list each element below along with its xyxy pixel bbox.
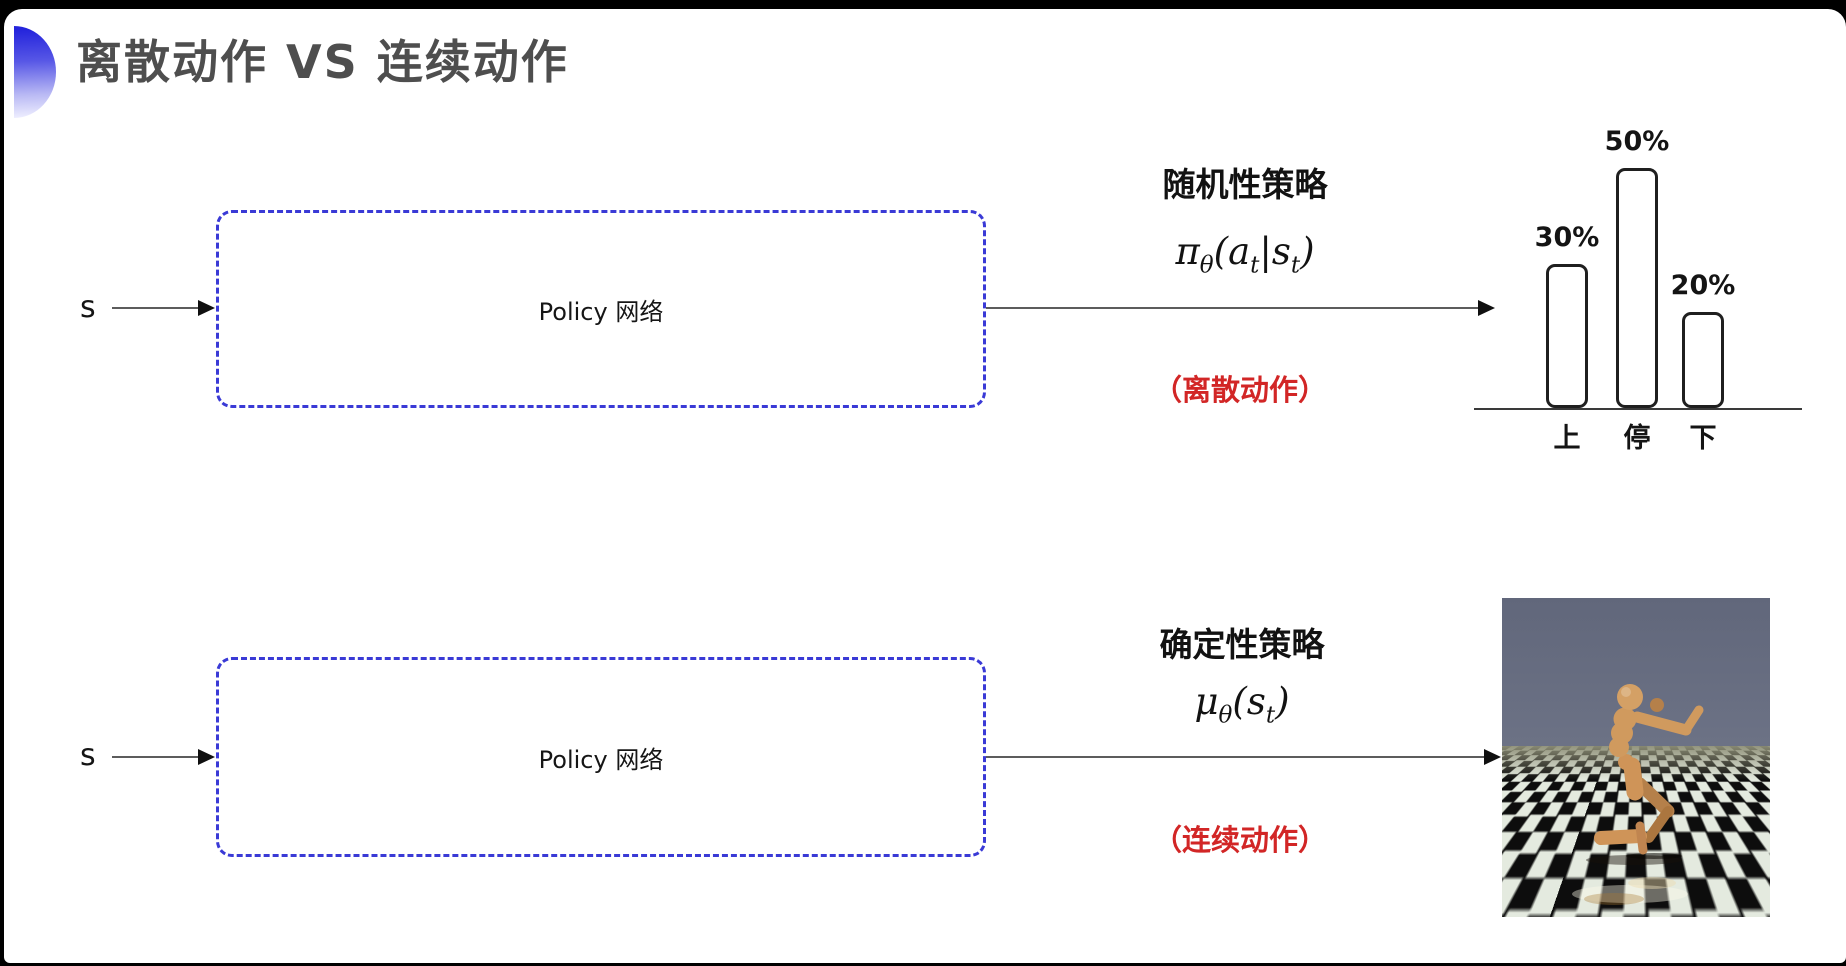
arrow-line-s-to-policy-bottom: [112, 756, 198, 758]
formula-mu: μ: [1194, 680, 1219, 723]
bar-category-label: 下: [1689, 423, 1717, 454]
formula-pi: π: [1175, 230, 1200, 273]
arrow-line-policy-to-image: [986, 756, 1484, 758]
stochastic-policy-formula: πθ(at|st): [1115, 230, 1375, 278]
formula-close-paren: ): [1275, 680, 1290, 723]
policy-network-box-bottom: Policy 网络: [216, 657, 986, 857]
page-title: 离散动作 VS 连续动作: [76, 35, 569, 89]
deterministic-policy-formula: μθ(st): [1112, 680, 1372, 728]
policy-network-label-bottom: Policy 网络: [538, 745, 664, 774]
formula-s: s: [1246, 680, 1266, 723]
bar-down: [1682, 312, 1724, 408]
arrowhead-icon: [198, 749, 215, 765]
arrow-line-s-to-policy-top: [112, 307, 198, 309]
formula-a-sub: t: [1250, 252, 1260, 279]
continuous-action-note: （连续动作）: [1152, 823, 1327, 857]
stochastic-policy-label: 随机性策略: [1162, 165, 1328, 204]
arrowhead-icon: [1484, 749, 1501, 765]
policy-network-box-top: Policy 网络: [216, 210, 986, 408]
policy-network-label-top: Policy 网络: [538, 297, 664, 326]
formula-theta-sub: θ: [1199, 252, 1214, 279]
bar-category-label: 上: [1553, 423, 1581, 454]
formula-open-paren: (: [1232, 680, 1247, 723]
humanoid-figure: [1572, 684, 1704, 905]
formula-s-sub: t: [1265, 702, 1276, 729]
formula-s: s: [1271, 230, 1291, 273]
formula-close-paren: ): [1300, 230, 1315, 273]
deterministic-policy-label: 确定性策略: [1159, 625, 1325, 664]
state-input-label-bottom: s: [80, 738, 96, 773]
formula-open-paren: (: [1213, 230, 1229, 273]
arrowhead-icon: [1478, 300, 1495, 316]
formula-s-sub: t: [1290, 252, 1301, 279]
bar-chart-baseline: [1474, 408, 1802, 410]
bar-value-label: 20%: [1670, 270, 1736, 301]
bar-value-label: 30%: [1534, 222, 1600, 253]
formula-bar: |: [1259, 230, 1272, 273]
discrete-action-note: （离散动作）: [1152, 373, 1327, 407]
state-input-label-top: s: [80, 290, 96, 325]
bar-up: [1546, 264, 1588, 408]
mujoco-humanoid-image: [1502, 598, 1770, 917]
arrow-line-policy-to-chart: [986, 307, 1478, 309]
bar-value-label: 50%: [1604, 126, 1670, 157]
bar-category-label: 停: [1623, 423, 1651, 454]
bar-stop: [1616, 168, 1658, 408]
formula-theta-sub: θ: [1218, 702, 1233, 729]
arrowhead-icon: [198, 300, 215, 316]
formula-a: a: [1228, 230, 1251, 273]
